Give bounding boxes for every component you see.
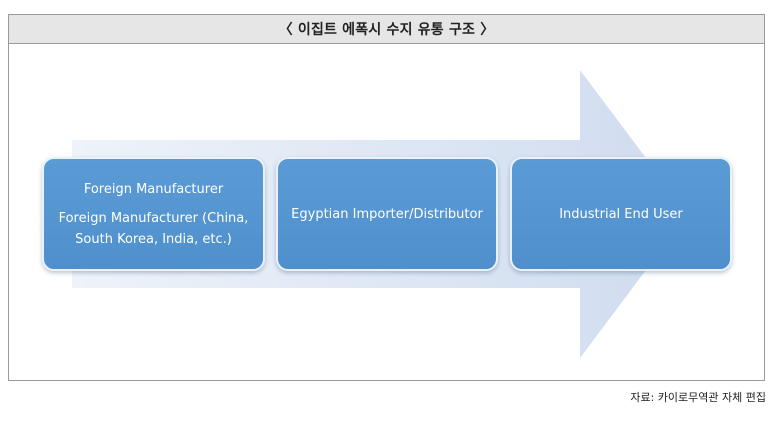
diagram-title-bar: 〈 이집트 에폭시 수지 유통 구조 〉 [8, 14, 765, 44]
flow-box-label: Foreign Manufacturer [83, 181, 224, 197]
flow-box-label: Industrial End User [559, 206, 683, 222]
flow-box-industrial-end-user: Industrial End User [510, 157, 732, 271]
flow-box-foreign-manufacturer: Foreign Manufacturer Foreign Manufacture… [42, 157, 265, 271]
flow-box-detail-line2: South Korea, India, etc.) [75, 231, 232, 247]
source-note: 자료: 카이로무역관 자체 편집 [630, 391, 766, 404]
diagram-title: 〈 이집트 에폭시 수지 유통 구조 〉 [278, 22, 495, 38]
flow-box-egyptian-importer: Egyptian Importer/Distributor [276, 157, 498, 271]
flow-box-detail-line1: Foreign Manufacturer (China, [58, 210, 249, 226]
flow-box-label: Egyptian Importer/Distributor [291, 206, 483, 222]
